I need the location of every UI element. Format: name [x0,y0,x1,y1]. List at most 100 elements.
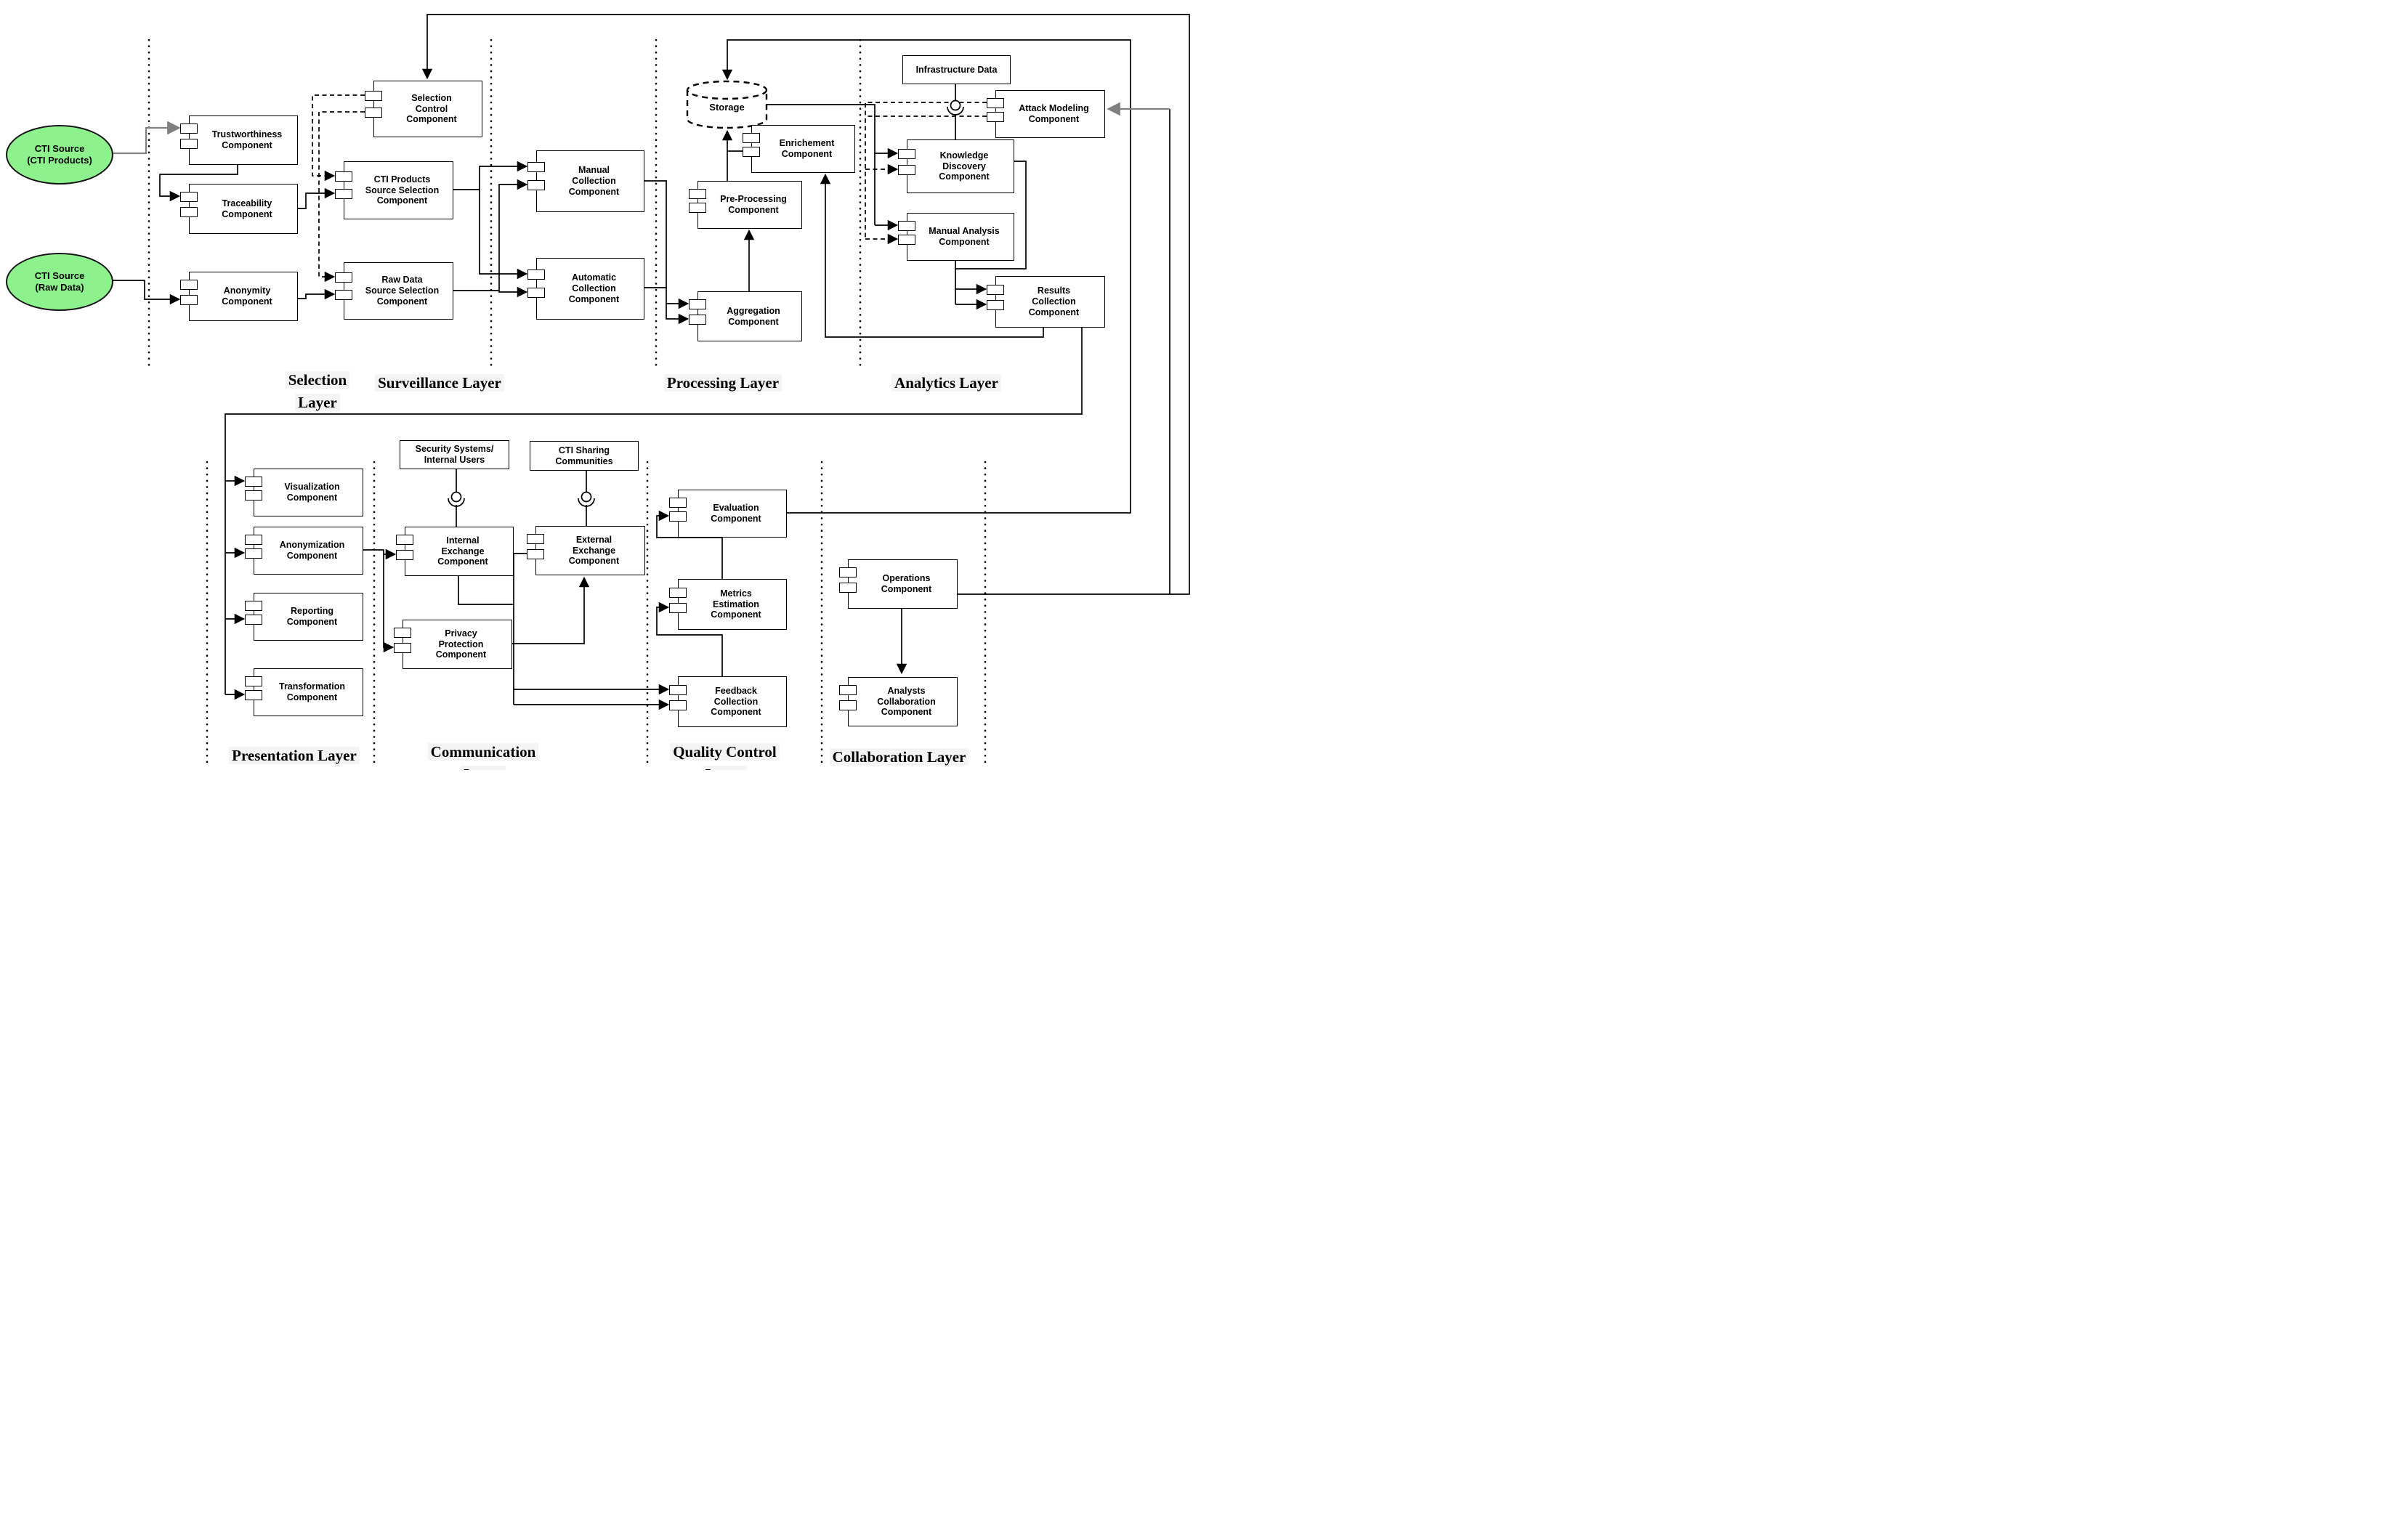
port-icon [180,192,198,203]
port-icon [689,188,706,199]
layer-label-quality-control: Quality Control Layer [665,718,785,770]
connector-raw-data-ss-to-manual [452,179,528,291]
port-icon [527,548,544,559]
connector-anonymization-to-internal [362,548,397,560]
connector-cti-products-ss-to-automatic [479,190,528,280]
port-icon [743,132,760,143]
port-icon [335,289,352,300]
source-label: CTI Source (Raw Data) [34,270,85,293]
port-icon [245,615,262,625]
source-raw-data: CTI Source (Raw Data) [6,253,113,311]
component-anonymization: Anonymization Component [245,527,363,575]
port-icon [743,147,760,158]
port-icon [180,207,198,218]
component-label: Manual Collection Component [568,165,620,197]
connector-manual-to-aggregation [643,180,690,325]
port-icon [394,628,411,639]
connector-traceability-to-cti-products-ss [296,187,336,209]
port-icon [335,189,352,200]
port-icon [987,284,1004,295]
port-icon [689,203,706,214]
component-metrics-estimation: Metrics Estimation Component [669,579,787,630]
component-label: Operations Component [881,573,932,594]
port-icon [245,534,262,545]
component-selection-control: Selection Control Component [365,81,482,137]
connector-anonymity-to-raw-data-ss [296,288,336,300]
port-icon [987,300,1004,311]
port-icon [180,123,198,134]
port-icon [365,90,382,101]
port-icon [898,220,915,231]
port-icon [365,108,382,118]
component-label: Enrichement Component [779,138,835,159]
port-icon [669,511,687,522]
port-icon [396,549,413,560]
connector-anonymization-to-privacy [383,554,395,653]
component-label: External Exchange Component [568,534,620,567]
port-icon [245,676,262,686]
component-transformation: Transformation Component [245,668,363,716]
connector-raw-data-ss-to-automatic [498,286,528,298]
port-icon [335,272,352,283]
port-icon [898,235,915,246]
component-label: Analysts Collaboration Component [877,685,936,718]
component-enrichement: Enrichement Component [743,125,855,173]
layer-label-collaboration: Collaboration Layer [825,723,974,769]
component-label: Knowledge Discovery Component [939,150,990,182]
component-pre-processing: Pre-Processing Component [689,181,802,229]
infrastructure-data-box: Infrastructure Data [902,55,1011,84]
component-label: Visualization Component [284,482,340,503]
port-icon [245,476,262,487]
component-label: Metrics Estimation Component [711,588,761,620]
component-raw-data-source-selection: Raw Data Source Selection Component [335,262,453,320]
component-label: Internal Exchange Component [437,535,488,567]
connector-internal-exchange-down [458,575,514,605]
port-icon [396,535,413,546]
component-anonymity: Anonymity Component [180,272,298,321]
component-label: Feedback Collection Component [711,685,761,718]
component-traceability: Traceability Component [180,184,298,234]
component-label: Anonymity Component [222,285,272,307]
port-icon [669,602,687,613]
component-label: Evaluation Component [711,503,761,524]
component-visualization: Visualization Component [245,469,363,516]
port-icon [527,269,545,280]
port-icon [987,97,1004,108]
port-icon [245,490,262,501]
component-label: CTI Products Source Selection Component [365,174,440,206]
storage-label: Storage [709,102,745,113]
component-aggregation: Aggregation Component [689,291,802,341]
port-icon [669,587,687,598]
component-cti-products-source-selection: CTI Products Source Selection Component [335,161,453,219]
port-icon [245,548,262,559]
layer-label-analytics: Analytics Layer [883,349,1010,394]
port-icon [839,685,857,696]
port-icon [245,600,262,611]
info-box-label: Infrastructure Data [915,64,998,75]
port-icon [527,288,545,299]
component-reporting: Reporting Component [245,593,363,641]
component-manual-analysis: Manual Analysis Component [898,213,1014,261]
component-automatic-collection: Automatic Collection Component [527,258,644,320]
port-icon [839,567,857,578]
component-external-exchange: External Exchange Component [527,526,645,575]
port-icon [689,315,706,325]
port-icon [669,684,687,695]
connector-external-exchange-port-down [513,553,527,705]
component-analysts-collaboration: Analysts Collaboration Component [839,677,958,726]
component-label: Transformation Component [279,681,345,702]
component-label: Aggregation Component [727,305,780,327]
component-label: Privacy Protection Component [435,628,487,660]
port-icon [689,299,706,310]
connector-privacy-to-external [511,576,590,644]
component-label: Traceability Component [222,198,272,219]
component-label: Raw Data Source Selection Component [365,275,440,307]
security-systems-box: Security Systems/ Internal Users [400,440,509,469]
port-icon [839,582,857,593]
port-icon [898,148,915,159]
component-label: Automatic Collection Component [568,272,620,304]
connector-cti-products-ss-to-manual [452,161,528,190]
port-icon [527,180,545,191]
component-label: Attack Modeling Component [1019,103,1089,124]
port-icon [898,165,915,176]
